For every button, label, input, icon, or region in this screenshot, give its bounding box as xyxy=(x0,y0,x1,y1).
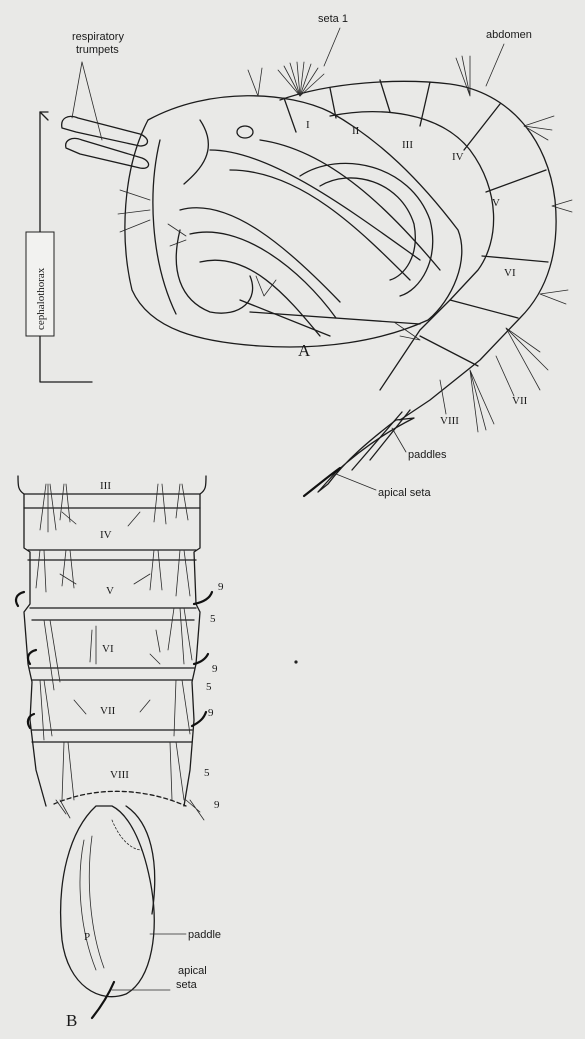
b-paddle-label: paddle xyxy=(188,929,221,941)
b-seta-5-b: 5 xyxy=(206,681,212,693)
a-segment-V: V xyxy=(492,197,500,209)
paddles-label: paddles xyxy=(408,449,447,461)
figure-b: III IV V VI VII VIII xyxy=(16,476,224,1030)
cephalothorax-outline xyxy=(125,96,462,347)
abdomen-label: abdomen xyxy=(486,29,532,41)
cephalothorax-label: cephalothorax xyxy=(35,267,47,330)
a-segment-VIII: VIII xyxy=(440,415,459,427)
b-segment-V: V xyxy=(106,585,114,597)
b-segment-VI: VI xyxy=(102,643,114,655)
b-segment-IV: IV xyxy=(100,529,112,541)
panel-b-letter: B xyxy=(66,1011,77,1030)
a-setae xyxy=(118,56,572,432)
b-apical-label-line1: apical xyxy=(178,965,207,977)
a-segment-I: I xyxy=(306,119,310,131)
a-apical-seta xyxy=(304,468,340,496)
b-seta-9-c: 9 xyxy=(208,707,214,719)
apical-seta-label-a: apical seta xyxy=(378,487,431,499)
b-segment-III: III xyxy=(100,480,111,492)
respiratory-trumpet-lower xyxy=(66,138,149,168)
a-segment-VII: VII xyxy=(512,395,528,407)
a-paddles xyxy=(318,418,414,492)
respiratory-trumpet-upper xyxy=(62,116,148,146)
b-body-outline-right xyxy=(184,494,200,806)
b-segment-VIII: VIII xyxy=(110,769,129,781)
seta-1-label: seta 1 xyxy=(318,13,348,25)
figure-a: cephalothorax respiratory trumpets xyxy=(26,13,572,499)
b-paddle-letter: P xyxy=(84,931,90,943)
seta-1-fan xyxy=(278,62,324,96)
b-segment-VII: VII xyxy=(100,705,116,717)
b-paddle xyxy=(61,806,155,997)
panel-a-letter: A xyxy=(298,341,311,360)
respiratory-label-line1: respiratory xyxy=(72,31,124,43)
a-segment-III: III xyxy=(402,139,413,151)
b-seta-5-c: 5 xyxy=(204,767,210,779)
b-seta-9-b: 9 xyxy=(212,663,218,675)
abdomen-dorsal-outline xyxy=(280,81,556,420)
respiratory-label-line2: trumpets xyxy=(76,44,119,56)
b-apical-seta xyxy=(92,982,114,1018)
b-seta-9-a: 9 xyxy=(218,581,224,593)
b-seta-9-d: 9 xyxy=(214,799,220,811)
a-segment-IV: IV xyxy=(452,151,464,163)
a-segment-VI: VI xyxy=(504,267,516,279)
stray-dot xyxy=(294,660,297,663)
b-apical-label-line2: seta xyxy=(176,979,198,991)
b-seta-5-a: 5 xyxy=(210,613,216,625)
a-segment-II: II xyxy=(352,125,360,137)
abdomen-ventral-outline xyxy=(330,112,494,390)
